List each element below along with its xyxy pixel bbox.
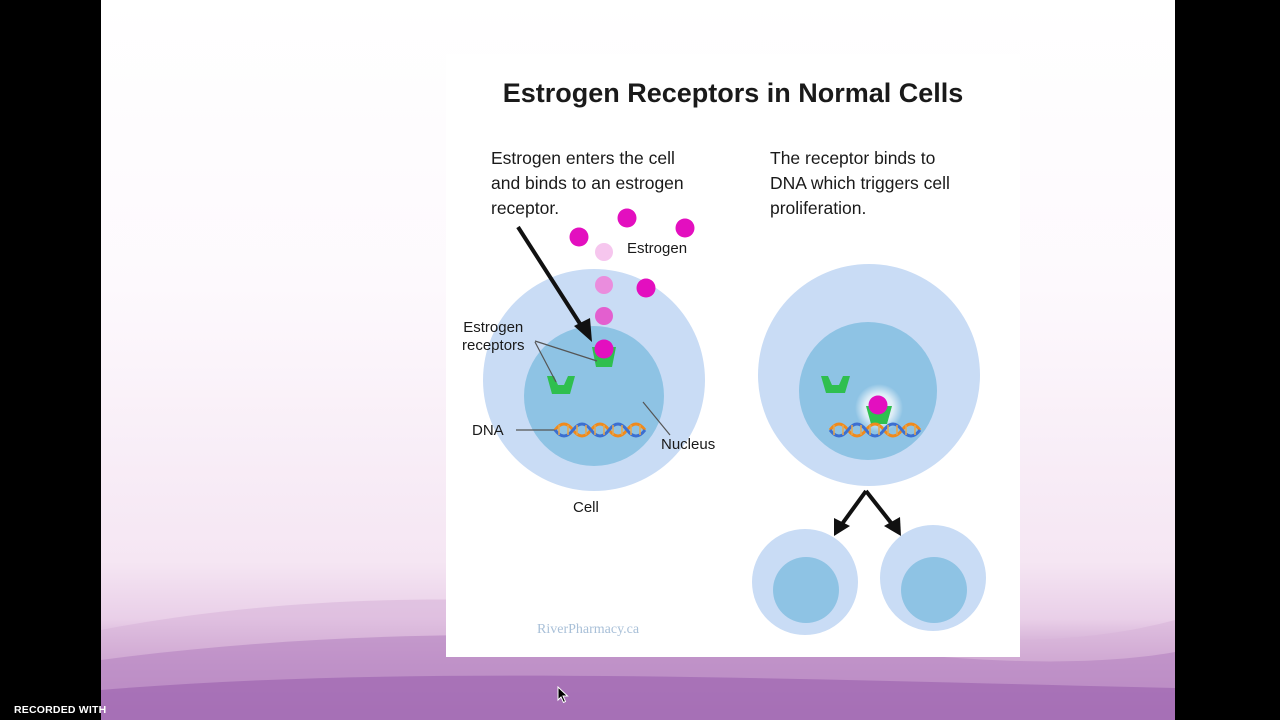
- estrogen-bound: [868, 395, 888, 415]
- estrogen-molecule: [675, 218, 695, 238]
- diagram-title: Estrogen Receptors in Normal Cells: [502, 78, 964, 108]
- watermark: RiverPharmacy.ca: [537, 622, 640, 637]
- slide: Estrogen Receptors in Normal Cells Estro…: [101, 0, 1175, 720]
- label-estrogen-receptors: Estrogen receptors: [462, 319, 525, 354]
- caption-right: The receptor binds to DNA which triggers…: [770, 148, 950, 218]
- estrogen-molecule: [569, 227, 589, 247]
- estrogen-molecule-faded: [595, 307, 613, 325]
- label-estrogen: Estrogen: [627, 240, 688, 257]
- estrogen-bound: [594, 339, 614, 359]
- arrow-head: [884, 517, 901, 536]
- estrogen-molecule: [636, 278, 656, 298]
- daughter-nucleus: [773, 557, 839, 623]
- caption-left: Estrogen enters the cell and binds to an…: [491, 148, 684, 218]
- label-dna: DNA: [472, 422, 504, 439]
- label-nucleus: Nucleus: [661, 436, 716, 453]
- estrogen-molecule: [617, 208, 637, 228]
- arrow-head: [834, 518, 850, 536]
- estrogen-receptor-diagram: Estrogen Receptors in Normal Cells Estro…: [446, 54, 1020, 657]
- arrow-head: [574, 318, 592, 342]
- mouse-cursor-icon: [557, 686, 569, 704]
- estrogen-molecule-faded: [595, 243, 613, 261]
- recorder-watermark: RECORDED WITH: [14, 704, 107, 716]
- daughter-nucleus: [901, 557, 967, 623]
- estrogen-receptor-empty: [547, 376, 575, 394]
- estrogen-molecule-faded: [595, 276, 613, 294]
- label-cell: Cell: [573, 499, 599, 516]
- estrogen-receptor-empty: [821, 376, 850, 393]
- diagram-graphics: [483, 208, 986, 635]
